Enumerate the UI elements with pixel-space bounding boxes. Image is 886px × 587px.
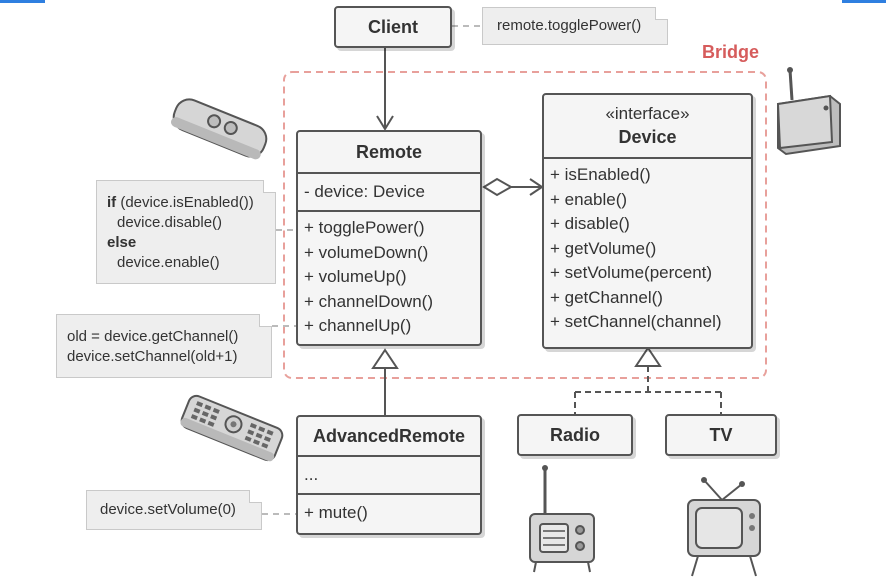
device-methods: + isEnabled() + enable() + disable() + g… xyxy=(544,157,751,335)
note-fold xyxy=(259,314,272,327)
tv-class[interactable]: TV xyxy=(665,414,777,456)
mute-note: device.setVolume(0) xyxy=(86,490,262,530)
tv-name: TV xyxy=(709,425,733,445)
device-method: + disable() xyxy=(550,214,630,233)
top-bar-right xyxy=(842,0,886,3)
toggle-power-note: if (device.isEnabled()) device.disable()… xyxy=(96,180,276,284)
note-line: device.setChannel(old+1) xyxy=(67,348,238,365)
advanced-remote-inheritance xyxy=(371,348,399,415)
client-class[interactable]: Client xyxy=(334,6,452,48)
top-bar-left xyxy=(0,0,45,3)
note-line: device.enable() xyxy=(117,254,220,271)
remote-methods: + togglePower() + volumeDown() + volumeU… xyxy=(298,210,480,339)
device-interface[interactable]: «interface» Device + isEnabled() + enabl… xyxy=(542,93,753,349)
note-fold xyxy=(263,180,276,193)
remote-method: + volumeUp() xyxy=(304,267,407,286)
note-line: if (device.isEnabled()) xyxy=(107,193,275,213)
device-illustration xyxy=(776,67,841,156)
device-method: + setVolume(percent) xyxy=(550,263,713,282)
advanced-remote-fields: ... xyxy=(298,455,480,493)
if-keyword: if xyxy=(107,194,117,211)
device-method: + enable() xyxy=(550,189,628,209)
remote-fields: - device: Device xyxy=(298,172,480,210)
radio-class[interactable]: Radio xyxy=(517,414,633,456)
device-stereotype: «interface» xyxy=(605,104,690,123)
remote-illustration xyxy=(171,98,268,160)
channel-up-note: old = device.getChannel() device.setChan… xyxy=(56,314,272,378)
advanced-remote-field: ... xyxy=(304,465,319,484)
remote-method: + channelUp() xyxy=(304,316,412,335)
remote-method: + togglePower() xyxy=(304,218,425,237)
if-condition: (device.isEnabled()) xyxy=(116,194,254,211)
tv-illustration xyxy=(687,477,761,577)
device-method: + getChannel() xyxy=(550,287,663,307)
remote-name: Remote xyxy=(355,142,422,162)
client-name: Client xyxy=(367,17,418,37)
advanced-remote-methods: + mute() xyxy=(298,493,480,526)
device-method: + getVolume() xyxy=(550,238,657,258)
client-note-text: remote.togglePower() xyxy=(497,17,642,34)
bridge-label: Bridge xyxy=(702,42,760,62)
advanced-remote-class[interactable]: AdvancedRemote ... + mute() xyxy=(296,415,482,535)
bridge-region xyxy=(283,71,767,379)
advanced-remote-name: AdvancedRemote xyxy=(312,426,466,446)
remote-field-device: - device: Device xyxy=(304,182,425,201)
device-name: Device xyxy=(618,127,677,147)
remote-method: + volumeDown() xyxy=(304,242,429,262)
device-realization xyxy=(574,346,722,414)
device-header: «interface» Device xyxy=(544,95,751,157)
note-fold xyxy=(249,490,262,503)
note-line: device.setVolume(0) xyxy=(100,501,236,518)
client-note: remote.togglePower() xyxy=(482,7,668,45)
advanced-remote-illustration xyxy=(180,394,284,462)
device-method: + setChannel(channel) xyxy=(550,312,722,331)
device-method: + isEnabled() xyxy=(550,165,651,184)
note-fold xyxy=(655,7,668,20)
remote-class[interactable]: Remote - device: Device + togglePower() … xyxy=(296,130,482,346)
note-line: device.disable() xyxy=(117,214,223,231)
note-line: old = device.getChannel() xyxy=(67,328,239,345)
radio-illustration xyxy=(529,465,595,573)
aggregation-arrow xyxy=(482,177,544,197)
radio-name: Radio xyxy=(549,425,600,445)
else-keyword: else xyxy=(107,234,137,251)
advanced-remote-method: + mute() xyxy=(304,503,368,522)
client-remote-arrow xyxy=(376,48,394,131)
remote-method: + channelDown() xyxy=(304,291,433,311)
